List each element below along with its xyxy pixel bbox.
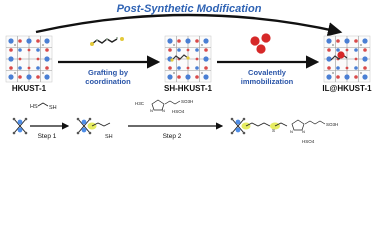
thiol-ligand-icon — [90, 37, 124, 46]
product-s: S — [272, 128, 275, 133]
step2-label: Step 2 — [163, 133, 182, 140]
post-synthetic-arrow — [35, 13, 343, 37]
bottom-scheme: HS SH Step 1 SH H3C N N SO3H HSO4 Step 2 — [12, 99, 338, 144]
framework-label-il-hkust1: IL@HKUST-1 — [322, 84, 372, 93]
mof-crystal-icon-il-hkust1 — [323, 35, 371, 83]
scheme: Post-Synthetic Modification HKUST-1 SH-H… — [5, 3, 372, 144]
product-n2: N — [302, 129, 305, 134]
reagent2-n1: N — [150, 108, 153, 113]
framework-label-sh-hkust1: SH-HKUST-1 — [164, 84, 213, 93]
product-so3h: SO3H — [326, 122, 338, 127]
step-grafting-line1: Grafting by — [88, 68, 129, 77]
reagent2-n2: N — [162, 108, 165, 113]
mid-sh: SH — [105, 134, 113, 140]
ionic-liquid-spheres-icon — [250, 33, 271, 54]
step-immobilization-line1: Covalently — [248, 68, 287, 77]
scheme-title: Post-Synthetic Modification — [117, 3, 262, 15]
mof-crystal-icon-hkust1 — [5, 35, 53, 83]
product-n1: N — [290, 129, 293, 134]
mof-crystal-icon-sh-hkust1 — [164, 35, 212, 83]
reagent2-h3c: H3C — [135, 101, 145, 106]
reagent1-hs: HS — [30, 104, 38, 110]
framework-label-hkust1: HKUST-1 — [12, 84, 47, 93]
cu-paddle-mid — [76, 117, 111, 135]
step1-label: Step 1 — [38, 133, 57, 140]
product-hso4: HSO4 — [302, 139, 315, 144]
reagent1-sh: SH — [49, 105, 57, 111]
reagent2-hso4: HSO4 — [172, 109, 185, 114]
scheme-svg: Post-Synthetic Modification HKUST-1 SH-H… — [5, 3, 372, 144]
step-grafting-line2: coordination — [85, 77, 131, 86]
reagent2-so3h: SO3H — [181, 99, 193, 104]
step-immobilization-line2: immobilization — [241, 77, 294, 86]
cu-paddle-end — [230, 117, 326, 135]
cu-paddle-start — [12, 117, 28, 135]
